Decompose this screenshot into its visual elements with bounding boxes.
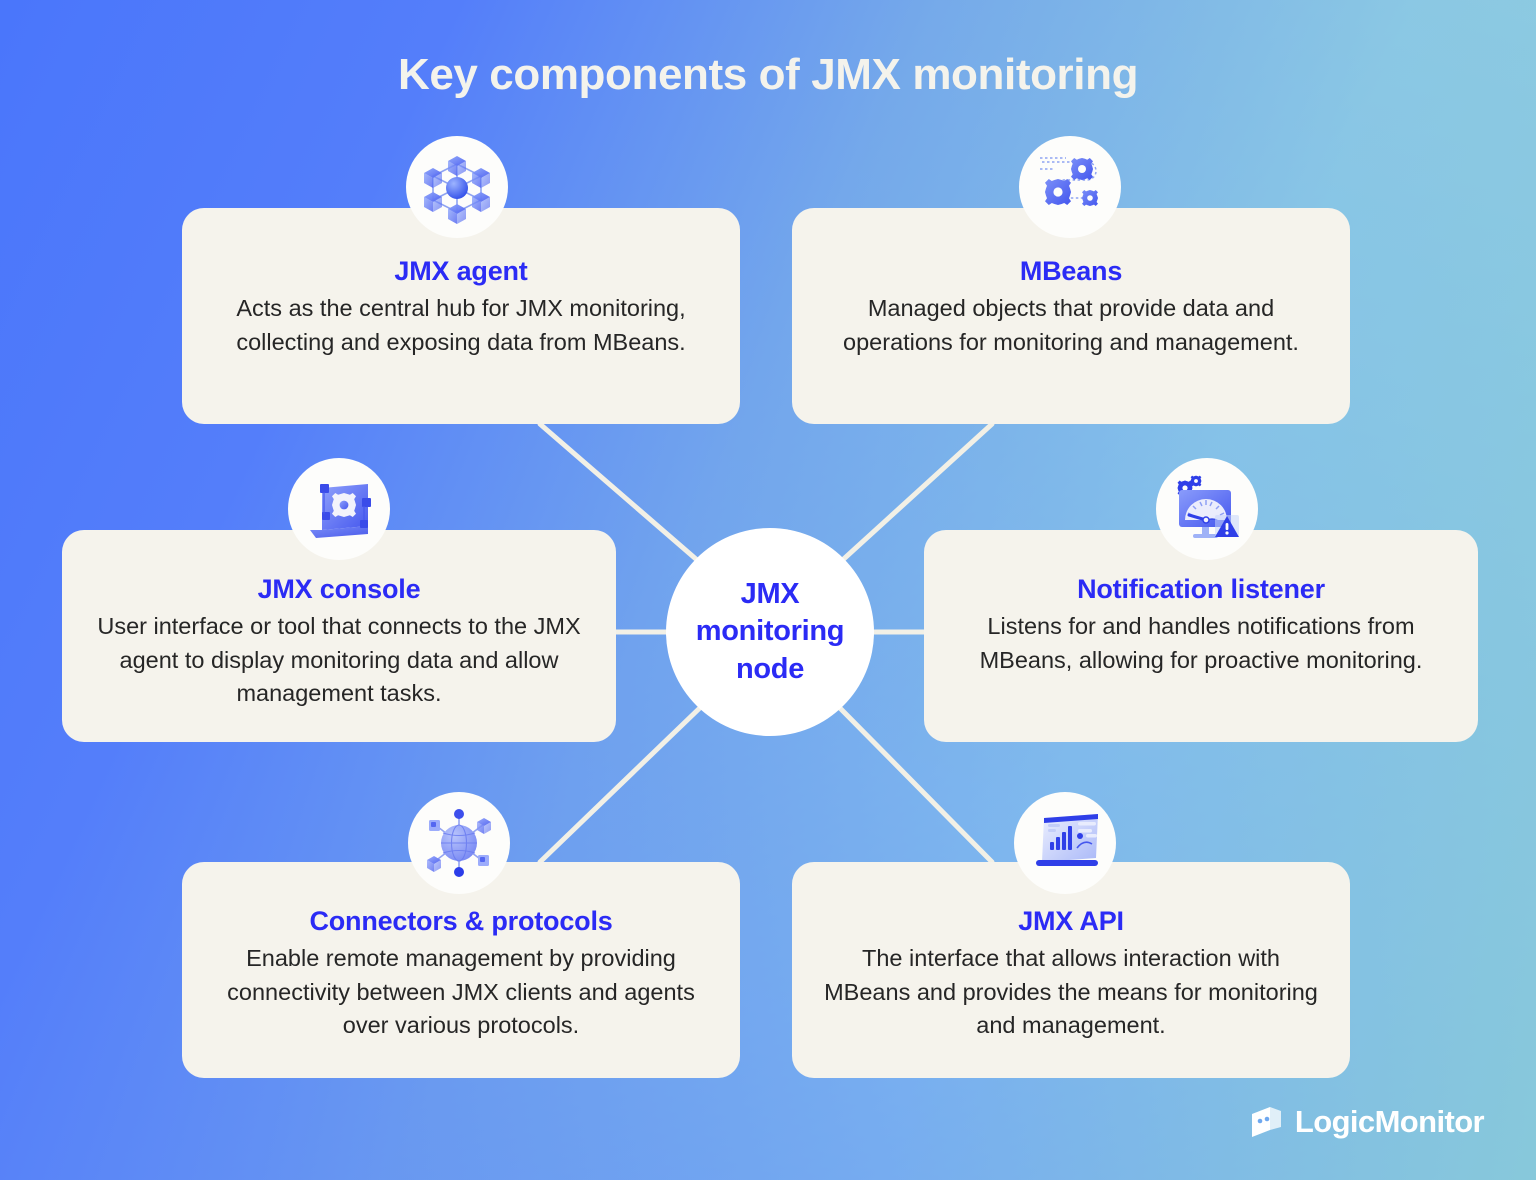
icon-bubble-notification-listener <box>1156 458 1258 560</box>
gears-pipeline-icon <box>1040 157 1098 206</box>
card-body: User interface or tool that connects to … <box>97 613 581 707</box>
network-nodes-icon <box>424 156 490 224</box>
card-heading: JMX console <box>257 574 421 604</box>
monitor-gauge-alert-icon <box>1177 475 1239 538</box>
card-body: Managed objects that provide data and op… <box>843 295 1299 355</box>
card-heading: MBeans <box>1019 256 1123 286</box>
line-api-to-node <box>831 699 995 865</box>
line-connectors-to-node <box>537 699 709 865</box>
logicmonitor-wordmark: LogicMonitor <box>1294 1104 1485 1139</box>
card-body: The interface that allows interaction wi… <box>824 945 1318 1039</box>
globe-network-icon <box>427 809 491 877</box>
card-body: Acts as the central hub for JMX monitori… <box>236 295 686 355</box>
card-heading: JMX API <box>1018 906 1124 936</box>
logicmonitor-mark-icon <box>1251 1107 1281 1137</box>
card-jmx-api: JMX API The interface that allows intera… <box>792 862 1350 1078</box>
center-node-line3: node <box>735 652 805 685</box>
logicmonitor-logo: LogicMonitor <box>1248 1104 1485 1140</box>
card-heading: Notification listener <box>1077 574 1325 604</box>
laptop-gear-icon <box>310 484 371 538</box>
laptop-chart-icon <box>1036 814 1098 866</box>
card-connectors-protocols: Connectors & protocols Enable remote man… <box>182 862 740 1078</box>
card-heading: Connectors & protocols <box>309 906 613 936</box>
card-mbeans: MBeans Managed objects that provide data… <box>792 208 1350 424</box>
card-notification-listener: Notification listener Listens for and ha… <box>924 530 1478 742</box>
card-jmx-console: JMX console User interface or tool that … <box>62 530 616 742</box>
card-heading: JMX agent <box>394 256 528 286</box>
center-node-line1: JMX <box>740 578 800 611</box>
card-jmx-agent: JMX agent Acts as the central hub for JM… <box>182 208 740 424</box>
line-mbeans-to-node <box>833 421 995 569</box>
line-agent-to-node <box>537 421 707 569</box>
icon-bubble-connectors-protocols <box>408 792 510 894</box>
page-title: Key components of JMX monitoring <box>397 50 1139 99</box>
icon-bubble-mbeans <box>1019 136 1121 238</box>
icon-bubble-jmx-agent <box>406 136 508 238</box>
card-body: Enable remote management by providing co… <box>227 945 695 1039</box>
icon-bubble-jmx-api <box>1014 792 1116 894</box>
center-node-jmx-monitoring: JMX monitoring node <box>666 528 874 736</box>
card-body: Listens for and handles notifications fr… <box>979 613 1423 673</box>
icon-bubble-jmx-console <box>288 458 390 560</box>
center-node-line2: monitoring <box>695 615 845 648</box>
